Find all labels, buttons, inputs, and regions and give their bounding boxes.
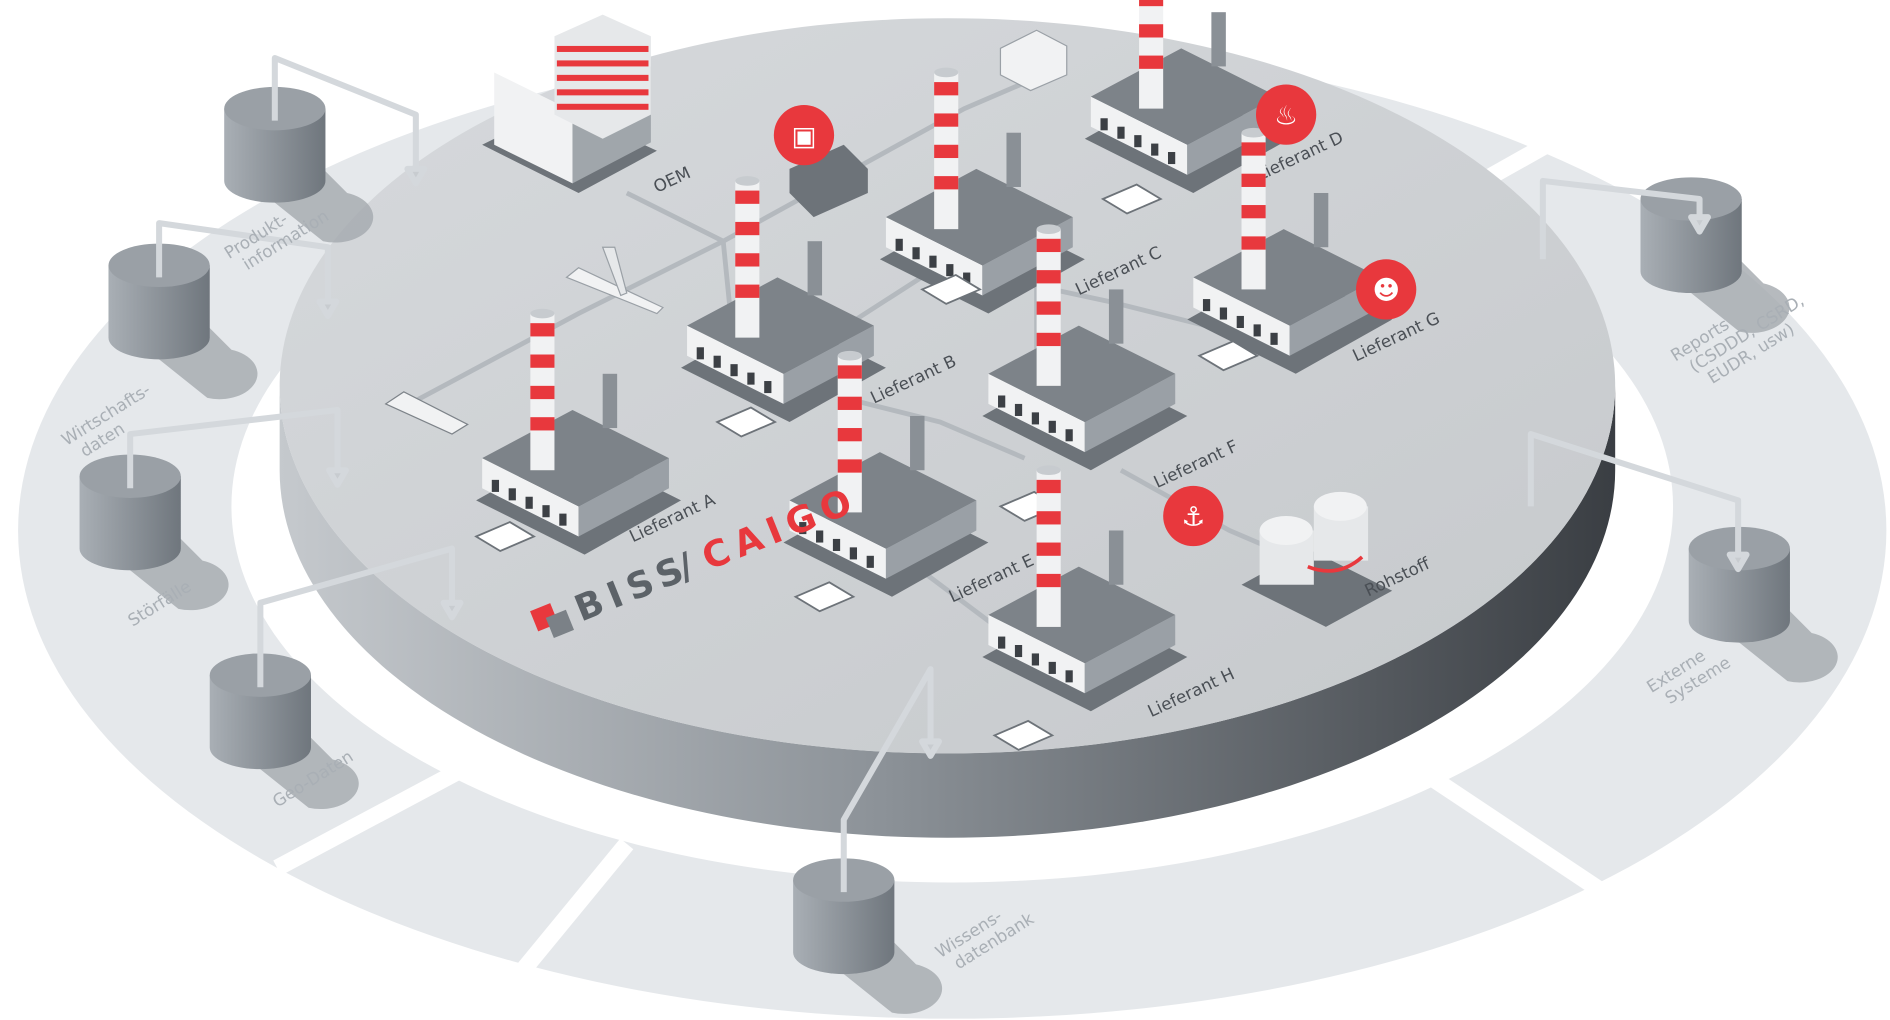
data-flow-pipe xyxy=(1527,431,1742,555)
arrow-down-icon xyxy=(316,298,340,319)
document-icon[interactable] xyxy=(992,719,1055,751)
factory-lieferant-a[interactable]: Lieferant A xyxy=(474,308,718,555)
protest-icon[interactable]: ▣ xyxy=(773,105,835,166)
svg-text:☻: ☻ xyxy=(1372,275,1400,306)
svg-text:⚓: ⚓ xyxy=(1181,502,1205,533)
document-icon[interactable] xyxy=(715,406,778,438)
factory-lieferant-d[interactable]: Lieferant D xyxy=(1084,0,1346,215)
data-flow-pipe xyxy=(271,54,419,169)
oem-building[interactable] xyxy=(482,14,657,193)
factory-lieferant-e[interactable]: Lieferant E xyxy=(783,350,1037,613)
rohstoff-tanks[interactable] xyxy=(1241,491,1393,627)
arrow-down-icon xyxy=(404,165,428,187)
document-icon[interactable] xyxy=(1197,340,1260,372)
arrow-down-icon xyxy=(1726,551,1750,573)
truck-icon xyxy=(999,29,1068,92)
data-flow-pipe xyxy=(1539,177,1703,260)
data-flow-pipe xyxy=(127,406,341,489)
factory-lieferant-h[interactable]: Lieferant H xyxy=(982,465,1237,751)
data-flow-pipe xyxy=(156,220,331,302)
arrow-down-icon xyxy=(440,599,464,621)
arrow-down-icon xyxy=(326,467,349,488)
document-icon[interactable] xyxy=(474,521,536,552)
data-flow-pipe xyxy=(840,666,934,893)
document-icon[interactable] xyxy=(920,273,982,305)
svg-text:▣: ▣ xyxy=(791,121,816,152)
arrow-down-icon xyxy=(919,738,942,759)
fire-icon[interactable]: ♨ xyxy=(1255,84,1317,145)
shipwreck-icon[interactable]: ⚓ xyxy=(1163,485,1224,547)
database-cylinder-wirtschaft[interactable] xyxy=(108,243,258,400)
factory-lieferant-c[interactable]: Lieferant C xyxy=(879,67,1164,314)
data-flow-pipe xyxy=(257,545,456,688)
hacker-icon[interactable]: ☻ xyxy=(1356,259,1417,320)
arrow-down-icon xyxy=(1688,214,1712,235)
document-icon[interactable] xyxy=(793,581,856,613)
ship-icon xyxy=(384,391,469,435)
svg-text:♨: ♨ xyxy=(1274,100,1298,131)
document-icon[interactable] xyxy=(1100,183,1163,215)
airplane-icon xyxy=(565,246,664,315)
chimney xyxy=(1139,0,1164,109)
